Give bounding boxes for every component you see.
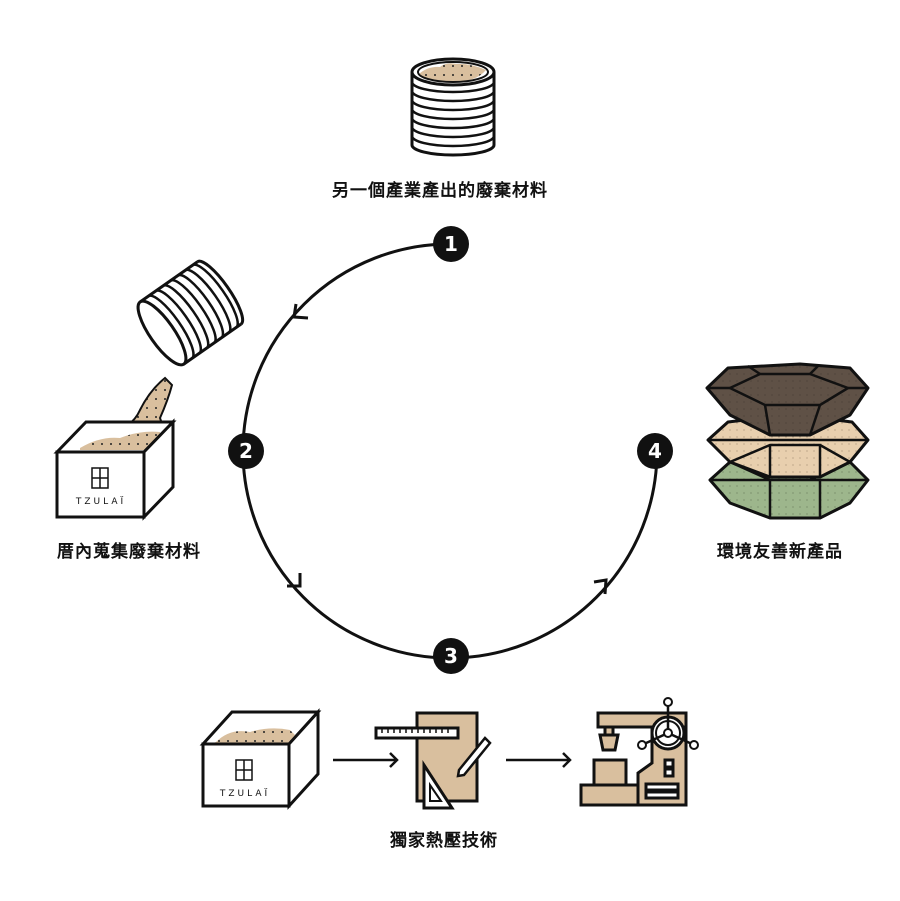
step-node-4: 4 bbox=[637, 433, 673, 469]
arrow-icon bbox=[292, 303, 309, 320]
step-number: 4 bbox=[648, 439, 662, 463]
cycle-path bbox=[241, 242, 659, 660]
arrow-icon bbox=[593, 578, 608, 595]
arrow-icon bbox=[287, 573, 302, 588]
stacked-bowls-icon bbox=[705, 362, 870, 520]
drafting-tools-icon bbox=[374, 711, 492, 810]
step-1-label: 另一個產業產出的廢棄材料 bbox=[332, 181, 548, 201]
press-machine-icon bbox=[579, 697, 699, 807]
tzulai-box-icon: TZULAÏ bbox=[199, 708, 322, 810]
step-3-label: 獨家熱壓技術 bbox=[390, 831, 498, 851]
step-2-label: 厝內蒐集廢棄材料 bbox=[57, 542, 201, 562]
step-node-3: 3 bbox=[433, 638, 469, 674]
step-number: 3 bbox=[444, 644, 458, 668]
arrow-right-icon bbox=[506, 752, 572, 768]
step-number: 1 bbox=[444, 232, 458, 256]
process-sequence-icon: TZULAÏ bbox=[199, 697, 699, 810]
bowl-dark bbox=[705, 362, 870, 437]
step-node-1: 1 bbox=[433, 226, 469, 262]
tzulai-logo bbox=[91, 467, 109, 489]
brand-text: TZULAÏ bbox=[219, 788, 270, 799]
bowl-sand bbox=[706, 415, 870, 479]
arrow-right-icon bbox=[333, 752, 399, 768]
step-4-label: 環境友善新產品 bbox=[717, 542, 843, 562]
stacked-container-icon bbox=[410, 57, 496, 157]
pour-into-box-icon: TZULAÏ bbox=[53, 259, 245, 521]
direction-arrows bbox=[287, 303, 608, 595]
arc-1-to-4 bbox=[241, 242, 659, 660]
brand-text: TZULAÏ bbox=[75, 496, 126, 507]
step-number: 2 bbox=[239, 439, 253, 463]
step-node-2: 2 bbox=[228, 433, 264, 469]
